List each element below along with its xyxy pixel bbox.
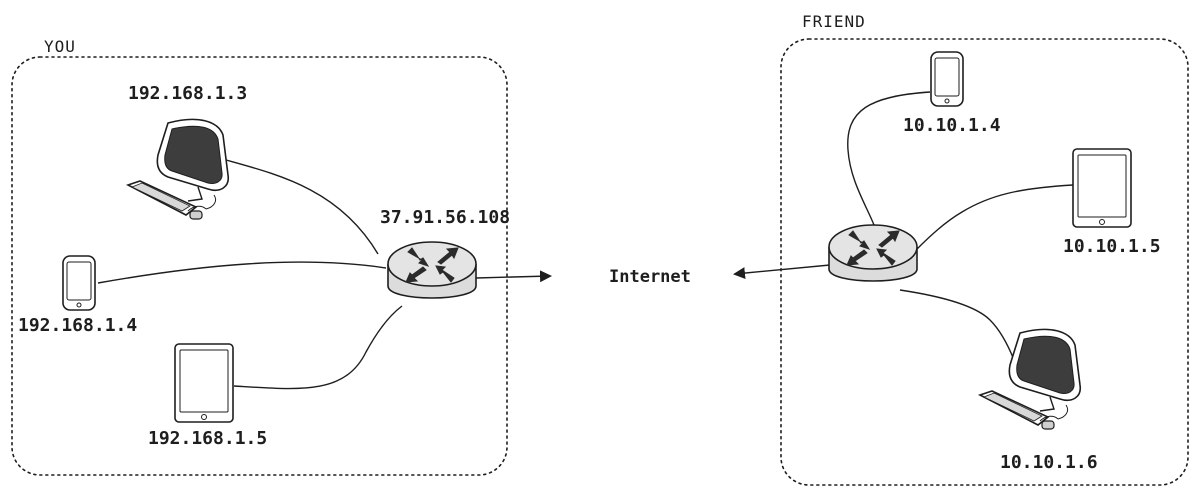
desktop-computer-icon [127, 118, 230, 220]
friend-phone-ip-label: 10.10.1.4 [903, 115, 1001, 136]
you-desktop-ip-label: 192.168.1.3 [128, 83, 247, 104]
you-phone-ip-label: 192.168.1.4 [18, 315, 137, 336]
wire-phone-to-router [97, 261, 387, 284]
tablet-icon [174, 343, 234, 423]
wire-tablet-to-router [233, 305, 403, 390]
friend-network-boundary [780, 38, 1189, 486]
internet-label: Internet [609, 267, 691, 287]
you-tablet-ip-label: 192.168.1.5 [148, 428, 267, 449]
friend-desktop-ip-label: 10.10.1.6 [1000, 452, 1098, 473]
smartphone-icon [62, 255, 96, 311]
friend-tablet-ip-label: 10.10.1.5 [1063, 236, 1161, 257]
wire-desktop-to-router [225, 159, 379, 255]
smartphone-icon [930, 51, 964, 107]
desktop-computer-icon [979, 328, 1082, 430]
friend-group-title: FRIEND [802, 12, 866, 31]
wire-friend-tablet-to-router [915, 184, 1074, 251]
arrow-friend-router-to-internet [733, 264, 831, 280]
you-group-title: YOU [44, 37, 76, 56]
wire-friend-phone-to-router [847, 91, 931, 226]
arrow-you-router-to-internet [475, 270, 552, 283]
router-icon [387, 241, 477, 299]
you-router-ip-label: 37.91.56.108 [380, 207, 510, 228]
wire-friend-desktop-to-router [899, 289, 1015, 361]
tablet-icon [1072, 148, 1132, 228]
router-icon [828, 224, 918, 282]
